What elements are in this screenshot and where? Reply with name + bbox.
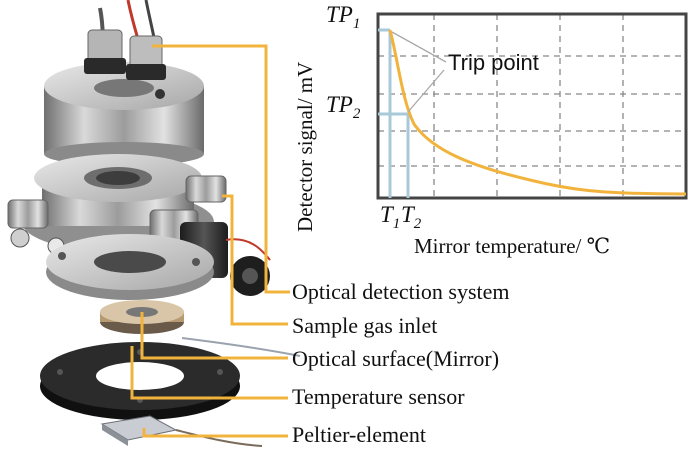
leader-temperature-sensor (130, 346, 288, 400)
sensor-assembly-illustration (7, 0, 301, 447)
tp1-label: TP1 (326, 2, 360, 32)
flange-body (7, 154, 227, 255)
label-optical-surface: Optical surface(Mirror) (292, 346, 499, 371)
x-axis-label: Mirror temperature/ ℃ (414, 234, 610, 258)
top-cap (44, 29, 204, 166)
tp2-label: TP2 (326, 92, 361, 122)
chart-grid (378, 14, 686, 198)
detector-signal-chart: Trip point TP1 TP2 T1 T2 Detector signal… (293, 2, 688, 258)
trip-point-label: Trip point (448, 50, 539, 75)
label-sample-gas-inlet: Sample gas inlet (292, 313, 437, 338)
leader-optical-detection (152, 44, 290, 294)
y-axis-label: Detector signal/ mV (293, 62, 317, 232)
sensor-wire (181, 337, 301, 357)
trip-point-leaders (391, 31, 447, 113)
t2-label: T2 (401, 202, 422, 232)
black-ring (40, 342, 240, 420)
signal-curve (388, 29, 687, 196)
callout-leader-lines (130, 44, 290, 438)
leader-optical-surface (140, 312, 288, 360)
label-peltier-element: Peltier-element (292, 422, 426, 447)
label-temperature-sensor: Temperature sensor (292, 384, 465, 409)
t1-label: T1 (380, 202, 400, 232)
trip-markers (378, 28, 410, 198)
leader-peltier (142, 428, 288, 438)
callout-labels: Optical detection system Sample gas inle… (292, 279, 510, 447)
chart-frame (376, 12, 688, 200)
lower-flange (46, 234, 214, 300)
label-optical-detection-system: Optical detection system (292, 279, 510, 304)
leader-sample-gas-inlet (222, 194, 288, 326)
peltier-chip (100, 415, 263, 447)
